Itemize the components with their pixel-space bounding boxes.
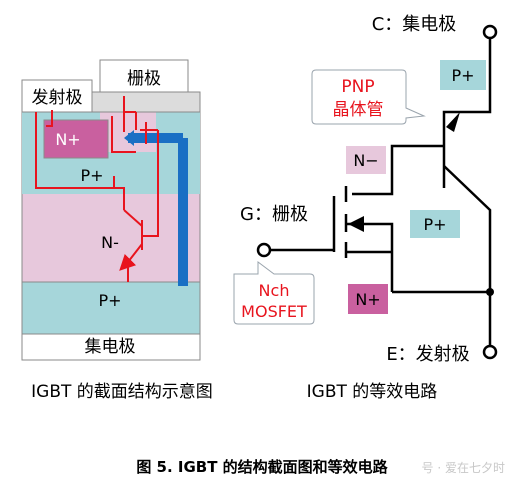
collector-label: 集电极 — [85, 337, 136, 357]
region-p-plus-bottom: P+ — [98, 291, 121, 310]
figure-caption: 图 5. IGBT 的结构截面图和等效电路 — [136, 458, 388, 476]
hole-current-arrow — [124, 130, 134, 146]
pnp-callout — [311, 69, 426, 125]
gate-oxide — [91, 91, 201, 113]
gate-label: 栅极 — [127, 69, 161, 89]
region-n-plus: N+ — [55, 130, 80, 149]
region-box-n-minus — [346, 146, 386, 174]
cross-section-diagram: 发射极 栅极 N+ P+ N- P+ 集电极 IGBT 的截面结构示意图 — [21, 59, 213, 402]
region-p-plus-mid: P+ — [423, 215, 446, 234]
junction-dot — [486, 288, 494, 296]
collector-terminal-label: C：集电极 — [372, 14, 457, 35]
region-box-p-plus-mid — [410, 210, 460, 238]
mosfet-arrow — [348, 216, 364, 232]
pnp-callout-line1: PNP — [341, 77, 374, 97]
equivalent-circuit-caption: IGBT 的等效电路 — [307, 382, 438, 402]
p-plus-collector-region — [21, 281, 201, 335]
pnp-arrow — [446, 112, 460, 132]
emitter-label: 发射极 — [32, 88, 83, 108]
pnp-callout-line2: 晶体管 — [333, 100, 384, 120]
emitter-terminal — [482, 344, 498, 360]
region-p-plus-top: P+ — [80, 166, 103, 185]
equivalent-circuit-diagram: P+ N− P+ N+ PNP 晶体管 Nch MOSFET C：集电极 G：栅… — [233, 14, 498, 402]
region-p-plus-top: P+ — [451, 66, 474, 85]
nch-callout — [233, 261, 315, 325]
nch-callout-line2: MOSFET — [241, 302, 307, 321]
emitter-metal — [21, 79, 93, 113]
emitter-terminal-label: E：发射极 — [386, 344, 469, 365]
region-box-n-plus — [348, 284, 388, 314]
collector-metal — [21, 333, 201, 361]
region-n-minus: N- — [101, 233, 119, 252]
region-n-minus: N− — [353, 151, 378, 170]
pnp-emitter-arrow — [119, 253, 137, 271]
region-box-p-plus-top — [440, 60, 486, 90]
nch-callout-line1: Nch — [259, 281, 290, 300]
gate-metal — [99, 59, 189, 93]
gate-terminal-label: G：栅极 — [240, 204, 308, 225]
cross-section-caption: IGBT 的截面结构示意图 — [31, 382, 213, 402]
n-plus-emitter-region — [43, 119, 109, 159]
overlay-circuit — [35, 96, 159, 282]
gate-terminal — [256, 242, 272, 258]
collector-terminal — [482, 24, 498, 40]
watermark: 号 · 爱在七夕时 — [422, 461, 505, 475]
region-n-plus: N+ — [355, 290, 380, 309]
